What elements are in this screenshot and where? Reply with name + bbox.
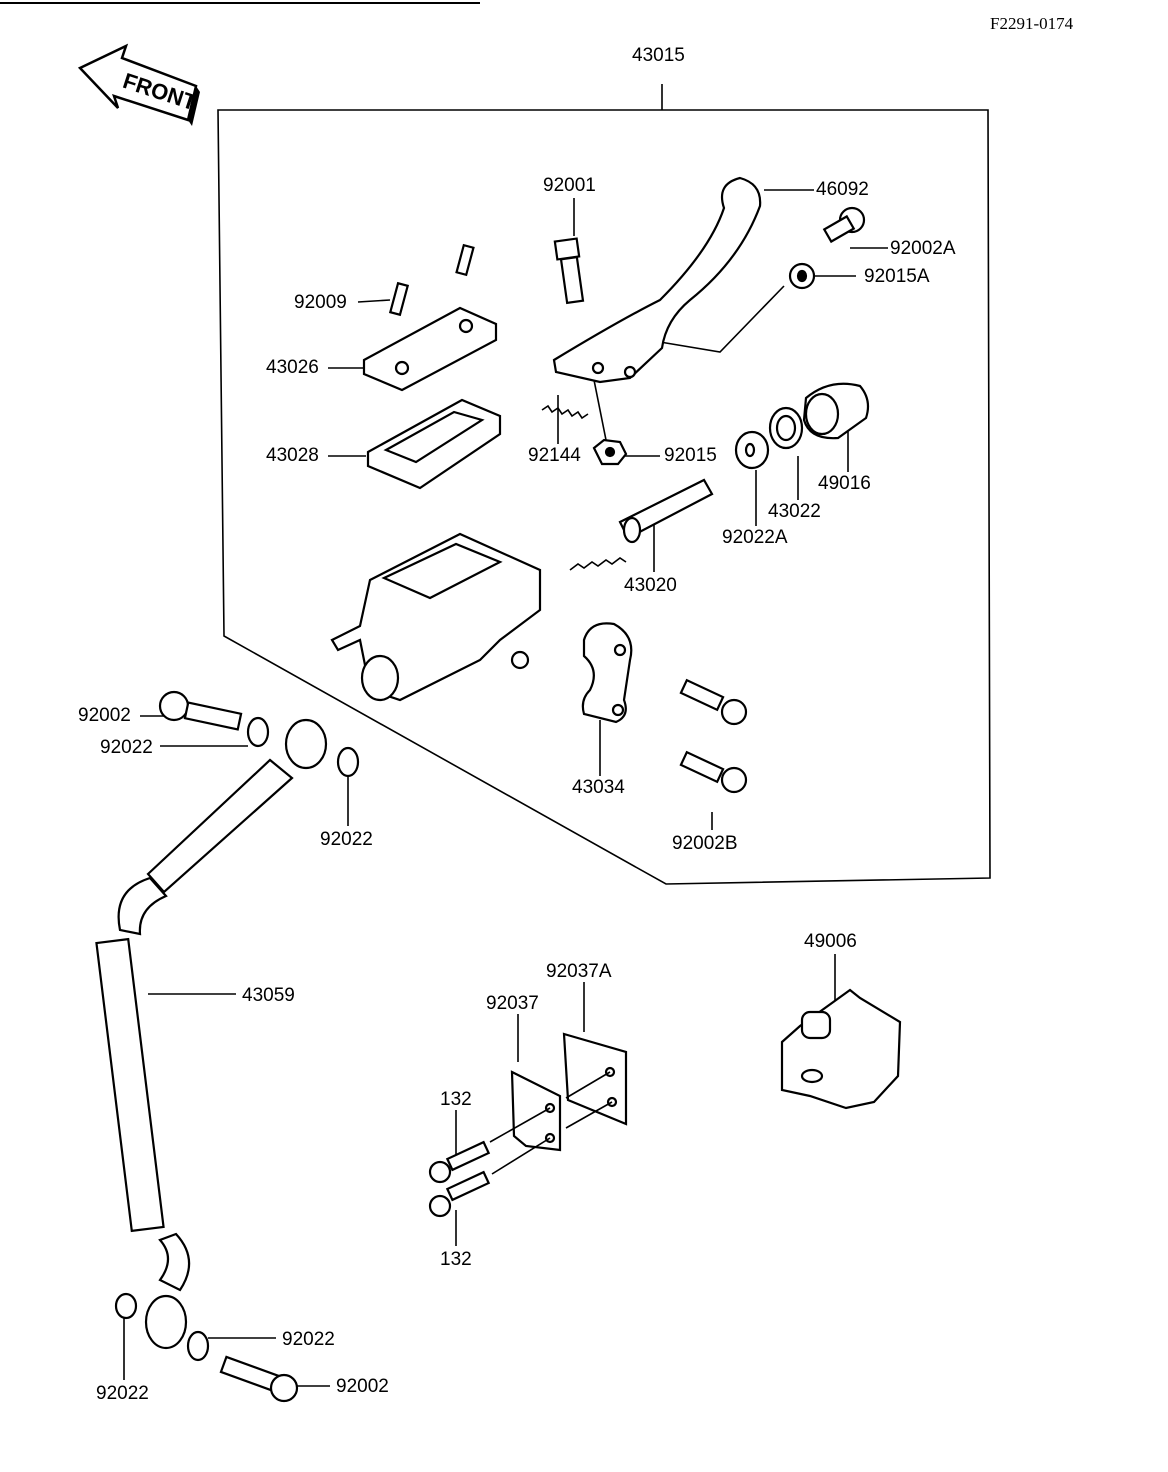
label-43015: 43015	[632, 45, 685, 66]
banjo-bolt-92002-top	[158, 690, 243, 731]
label-132-top: 132	[440, 1089, 472, 1110]
assembly-boundary	[217, 84, 991, 885]
nut-92015A	[788, 262, 816, 290]
label-92022-mid: 92022	[320, 829, 373, 850]
label-92002A: 92002A	[890, 238, 956, 259]
label-92144: 92144	[528, 445, 581, 466]
label-49016: 49016	[818, 473, 871, 494]
label-43026: 43026	[266, 357, 319, 378]
holder-92037	[510, 1070, 562, 1152]
cover-49006	[780, 988, 902, 1110]
screws-92009	[388, 243, 475, 317]
bolts-132	[428, 1071, 613, 1218]
front-arrow-icon: FRONT	[77, 43, 200, 126]
screw-92002A	[822, 206, 866, 244]
label-92022-bottom-right: 92022	[282, 1329, 335, 1350]
piston-43020	[569, 478, 714, 571]
washers-92022-bottom	[114, 1292, 210, 1362]
label-92015A: 92015A	[864, 266, 930, 287]
label-92022A: 92022A	[722, 527, 788, 548]
holder-92037A	[562, 1032, 628, 1126]
label-92022-top: 92022	[100, 737, 153, 758]
label-92037: 92037	[486, 993, 539, 1014]
brake-hose-43059	[95, 718, 328, 1350]
boot-49016	[802, 382, 870, 440]
label-132-bottom: 132	[440, 1249, 472, 1270]
label-92001: 92001	[543, 175, 596, 196]
bolts-92002B	[679, 678, 748, 794]
label-92002-bottom: 92002	[336, 1376, 389, 1397]
banjo-bolt-92002-bottom	[219, 1355, 299, 1403]
label-92037A: 92037A	[546, 961, 612, 982]
label-43034: 43034	[572, 777, 625, 798]
label-49006: 49006	[804, 931, 857, 952]
label-43059: 43059	[242, 985, 295, 1006]
leader-lines	[123, 189, 888, 1387]
lever-46092	[552, 176, 762, 384]
label-92009: 92009	[294, 292, 347, 313]
label-43022: 43022	[768, 501, 821, 522]
nut-92015	[592, 438, 628, 466]
circlip-43022	[768, 406, 804, 450]
master-cylinder-body	[330, 532, 542, 702]
diaphragm-43028	[366, 398, 502, 490]
label-46092: 46092	[816, 179, 869, 200]
label-92002B: 92002B	[672, 833, 738, 854]
cap-43026	[362, 306, 498, 392]
label-43028: 43028	[266, 445, 319, 466]
spring-92144	[541, 404, 589, 420]
label-92022-bottom-left: 92022	[96, 1383, 149, 1404]
washers-92022-top	[246, 716, 360, 778]
label-92015: 92015	[664, 445, 717, 466]
washer-92022A	[734, 430, 770, 470]
label-43020: 43020	[624, 575, 677, 596]
clamp-43034	[581, 622, 633, 724]
pivot-bolt-92001	[553, 237, 585, 305]
label-92002-top: 92002	[78, 705, 131, 726]
drawing-code: F2291-0174	[990, 14, 1074, 33]
